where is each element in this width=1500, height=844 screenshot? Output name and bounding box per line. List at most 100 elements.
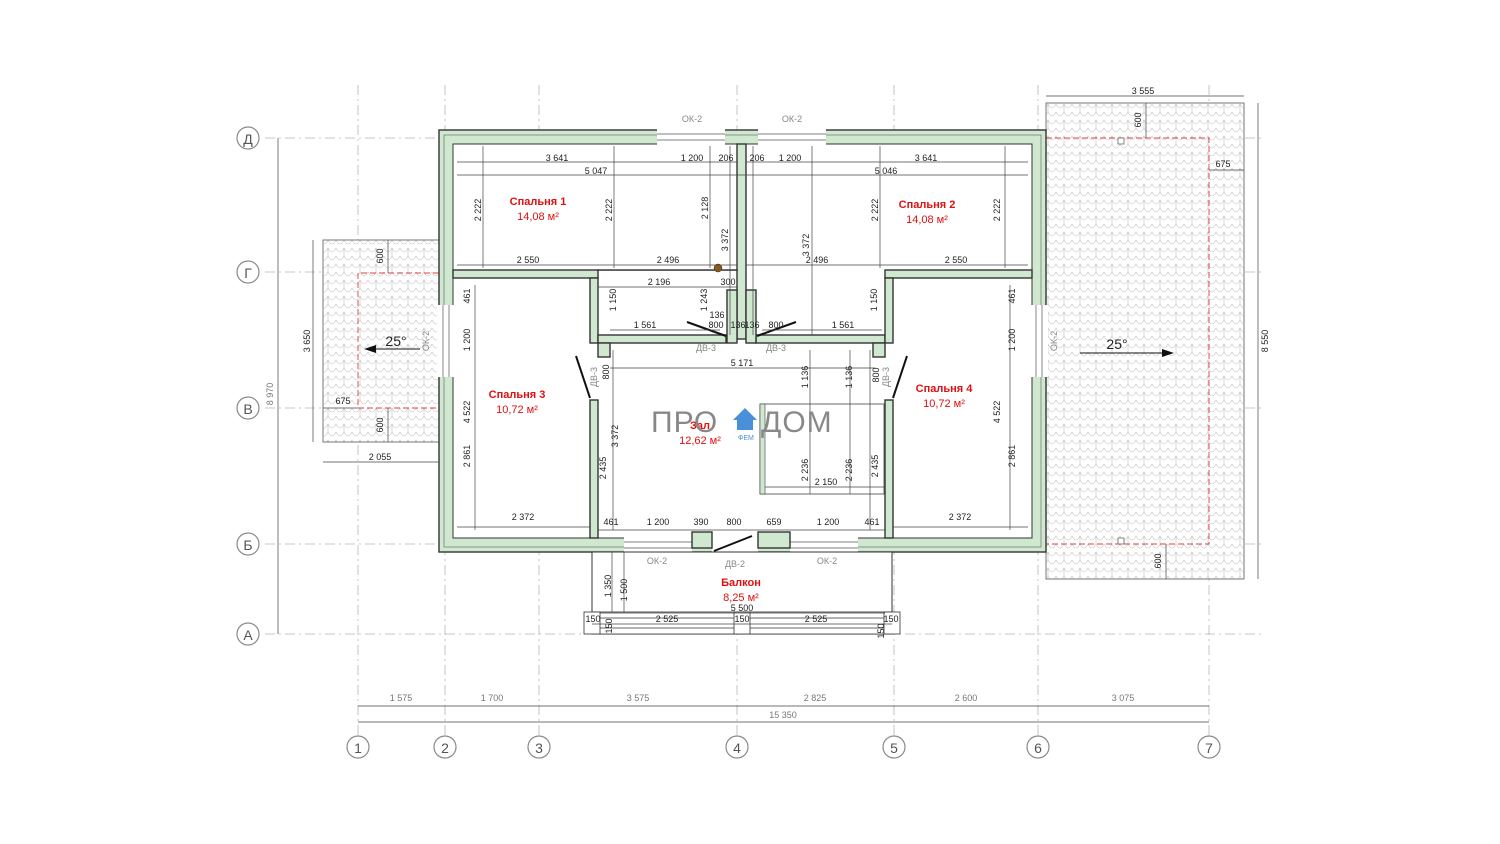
dim-text: 800 [708, 320, 723, 330]
roof-edge-text: 600 [375, 417, 385, 432]
bottom-dim-text: 3 075 [1112, 693, 1135, 703]
dim-text: 2 861 [1007, 445, 1017, 468]
axis-label-b: Б [243, 537, 252, 553]
dim-text: 150 [734, 614, 749, 624]
roof-edge-text: 600 [375, 248, 385, 263]
logo-watermark: ПРО ДОМ ФЕМ [651, 406, 833, 442]
dim-text: 3 372 [801, 234, 811, 257]
dim-text: 5 171 [731, 358, 754, 368]
dim-text: 461 [462, 288, 472, 303]
axis-label-1: 1 [354, 740, 362, 756]
roof-width-text: 3 555 [1132, 86, 1155, 96]
dim-text: 4 522 [992, 401, 1002, 424]
dim-text: 1 350 [603, 575, 613, 598]
dim-text: 2 435 [870, 455, 880, 478]
dim-text: 136 [730, 320, 745, 330]
roof-height-text: 8 550 [1260, 330, 1270, 353]
roof-edge-text: 600 [1133, 112, 1143, 127]
dim-text: 800 [601, 364, 611, 379]
dim-text: 2 550 [945, 255, 968, 265]
axis-label-7: 7 [1205, 740, 1213, 756]
axis-label-6: 6 [1034, 740, 1042, 756]
slope-left: 25° [364, 333, 420, 353]
dim-text: 136 [744, 320, 759, 330]
dim-text: 1 200 [817, 517, 840, 527]
dim-text: 2 550 [517, 255, 540, 265]
dim-text: 150 [585, 614, 600, 624]
dim-text: 5 046 [875, 166, 898, 176]
slope-text: 25° [1106, 336, 1127, 352]
dim-text: 150 [876, 623, 886, 638]
axis-label-d: Д [243, 131, 253, 147]
house-icon [733, 408, 757, 430]
dim-text: 2 236 [844, 459, 854, 482]
dim-text: 1 200 [779, 153, 802, 163]
dim-text: 1 200 [462, 329, 472, 352]
logo-left-text: ПРО [651, 406, 718, 439]
door-mark: ДВ-3 [696, 343, 716, 353]
dim-text: 2 196 [648, 277, 671, 287]
room-area: 14,08 м² [906, 214, 948, 226]
room-name: Зал [690, 420, 710, 432]
dim-text: 2 222 [473, 199, 483, 222]
dim-text: 2 150 [815, 477, 838, 487]
bottom-dim-text: 3 575 [627, 693, 650, 703]
opening-marks: ОК-2 ОК-2 ОК-2 ОК-2 ОК-2 ОК-2 ДВ-3 ДВ-3 … [421, 114, 1059, 569]
door-mark: ДВ-3 [766, 343, 786, 353]
dim-text: 2 222 [604, 199, 614, 222]
logo-right-text: ДОМ [761, 406, 833, 439]
dim-text: 3 372 [720, 229, 730, 252]
window-mark: ОК-2 [421, 331, 431, 351]
dim-text: 4 522 [462, 401, 472, 424]
room-name: Спальня 2 [899, 199, 956, 211]
dim-text: 1 200 [647, 517, 670, 527]
room-name: Балкон [721, 577, 761, 589]
room-name: Спальня 4 [916, 383, 974, 395]
axis-label-4: 4 [733, 740, 741, 756]
roof-left-height-text: 3 650 [302, 330, 312, 353]
window-mark: ОК-2 [647, 556, 667, 566]
dim-text: 659 [766, 517, 781, 527]
dim-text: 1 150 [869, 289, 879, 312]
room-name: Спальня 1 [510, 196, 567, 208]
roof-overhang-text: 675 [335, 396, 350, 406]
axis-label-3: 3 [535, 740, 543, 756]
dim-text: 1 561 [832, 320, 855, 330]
overall-height-text: 8 970 [265, 383, 275, 406]
dim-text: 2 372 [949, 512, 972, 522]
dim-text: 1 200 [1007, 329, 1017, 352]
axis-label-v: В [243, 401, 252, 417]
room-labels: Спальня 1 14,08 м² Спальня 2 14,08 м² Сп… [489, 196, 974, 604]
room-area: 8,25 м² [723, 592, 759, 604]
dim-text: 800 [871, 367, 881, 382]
dim-text: 150 [604, 618, 614, 633]
dim-text: 1 150 [608, 289, 618, 312]
dim-text: 461 [603, 517, 618, 527]
dim-text: 800 [726, 517, 741, 527]
dimension-texts: 3 641 1 200 206 206 1 200 3 641 5 047 5 … [265, 86, 1270, 639]
dim-text: 150 [883, 614, 898, 624]
dim-text: 800 [768, 320, 783, 330]
dim-text: 2 372 [512, 512, 535, 522]
axis-label-g: Г [244, 265, 252, 281]
dim-text: 2 496 [806, 255, 829, 265]
axis-label-a: А [243, 627, 253, 643]
logo-sub-text: ФЕМ [738, 435, 754, 442]
axis-bubbles-numbers: 1 2 3 4 5 6 7 [346, 735, 1221, 759]
dim-text: 461 [864, 517, 879, 527]
window-mark: ОК-2 [817, 556, 837, 566]
axis-label-2: 2 [441, 740, 449, 756]
bottom-total-text: 15 350 [769, 710, 797, 720]
axis-label-5: 5 [890, 740, 898, 756]
roof-left-width-text: 2 055 [369, 452, 392, 462]
slope-right: 25° [1080, 336, 1174, 357]
dim-text: 206 [749, 153, 764, 163]
dim-text: 3 641 [546, 153, 569, 163]
dim-text: 2 222 [992, 199, 1002, 222]
dim-text: 136 [709, 310, 724, 320]
dim-text: 3 641 [915, 153, 938, 163]
dim-text: 5 047 [585, 166, 608, 176]
dim-text: 1 200 [681, 153, 704, 163]
door-mark: ДВ-3 [589, 367, 599, 387]
dim-text: 1 136 [800, 366, 810, 389]
